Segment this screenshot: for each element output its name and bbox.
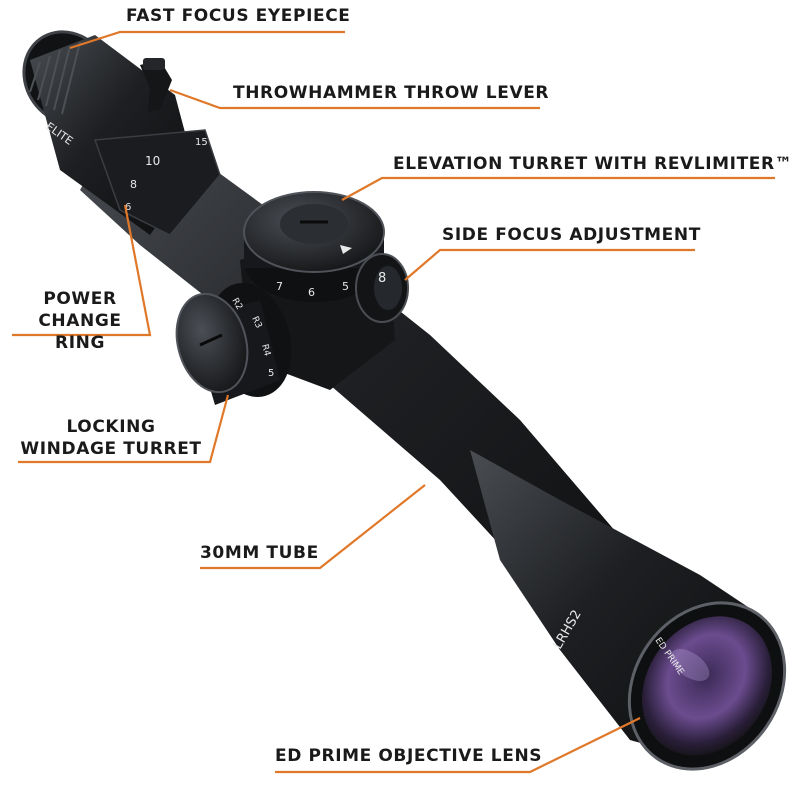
- eyepiece-leader: [69, 30, 345, 50]
- windage-turret[interactable]: [166, 274, 303, 407]
- windage-leader: [18, 394, 230, 464]
- windage-line-1: LOCKING: [66, 417, 156, 437]
- elevation-turret[interactable]: [243, 191, 385, 302]
- label-fast-focus-eyepiece: FAST FOCUS EYEPIECE: [126, 6, 351, 26]
- label-elevation-turret: ELEVATION TURRET WITH REVLIMITER™: [393, 154, 793, 174]
- power-ring-line-2: CHANGE RING: [38, 311, 122, 353]
- power-mark-2: 8: [130, 178, 137, 191]
- label-throw-lever: THROWHAMMER THROW LEVER: [233, 83, 550, 103]
- side-focus-mark: 8: [378, 271, 386, 286]
- tube-leader: [200, 484, 426, 570]
- elevation-mark-1: 7: [276, 280, 283, 293]
- power-ring-line-1: POWER: [43, 289, 117, 309]
- windage-mark-3: R4: [259, 343, 272, 357]
- callout-lines: [12, 30, 775, 774]
- side-focus-knob[interactable]: [355, 253, 409, 323]
- windage-mark-4: 5: [268, 368, 274, 379]
- label-windage-turret: LOCKING WINDAGE TURRET: [18, 416, 204, 460]
- throw-lever[interactable]: [140, 58, 172, 112]
- power-ring-leader: [12, 204, 152, 337]
- elevation-leader: [341, 176, 775, 201]
- scope-body: [22, 30, 787, 771]
- lens-highlight: [670, 649, 710, 681]
- eyepiece-knurling: [29, 41, 81, 115]
- elevation-mark-2: 6: [308, 286, 315, 299]
- objective-leader: [275, 717, 641, 774]
- power-mark-1: 10: [145, 154, 160, 168]
- windage-line-2: WINDAGE TURRET: [20, 439, 202, 459]
- windage-mark-2: R3: [249, 315, 263, 330]
- elevation-arrow-icon: [340, 245, 352, 254]
- label-30mm-tube: 30MM TUBE: [200, 543, 319, 563]
- label-side-focus: SIDE FOCUS ADJUSTMENT: [442, 225, 701, 245]
- label-power-change-ring: POWER CHANGE RING: [12, 288, 148, 354]
- side-focus-leader: [404, 248, 695, 281]
- power-mark-3: 6: [125, 202, 131, 213]
- elevation-mark-3: 5: [342, 280, 349, 293]
- label-objective-lens: ED PRIME OBJECTIVE LENS: [275, 746, 543, 766]
- throw-lever-leader: [169, 88, 540, 110]
- power-mark-4: 15: [195, 137, 208, 148]
- objective-lens: [642, 616, 772, 756]
